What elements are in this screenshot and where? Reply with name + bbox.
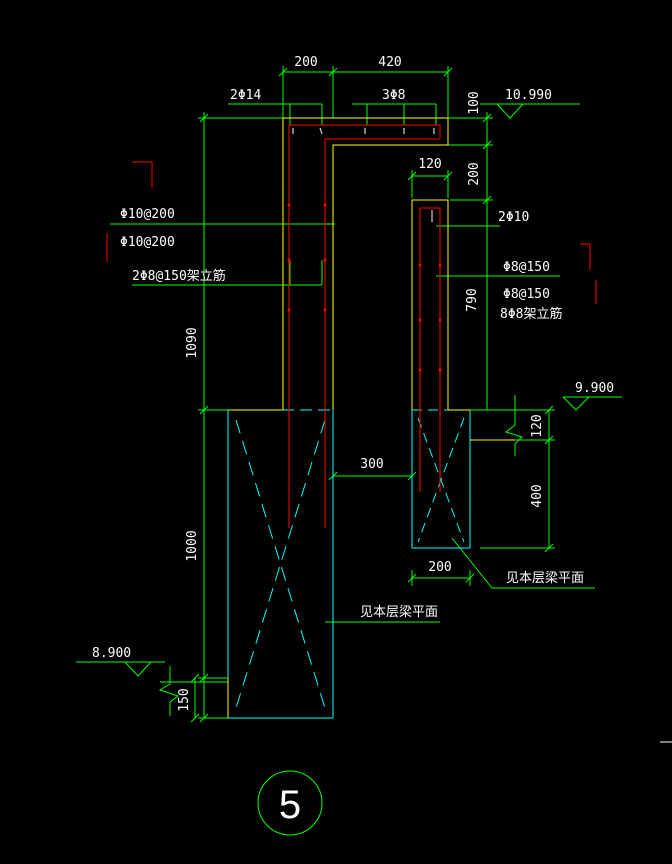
dim-left-beam-depth: 1000: [185, 530, 200, 561]
dim-right-wall-width: 120: [418, 157, 441, 172]
dim-slab-thickness: 120: [530, 414, 545, 437]
dim-top-thickness: 100: [467, 91, 482, 114]
note-left-beam-ref: 见本层梁平面: [360, 605, 438, 620]
label-left-vertical: Φ10@200: [120, 235, 175, 250]
label-left-horizontal: Φ10@200: [120, 207, 175, 222]
detail-number: 5: [279, 783, 301, 827]
beam-outlines: [227, 409, 471, 719]
dim-right-wall-height: 790: [465, 288, 480, 311]
label-top-left-bars: 2Φ14: [230, 88, 261, 103]
label-right-horizontal: Φ8@150: [503, 260, 550, 275]
wall-outlines: [227, 117, 515, 718]
detail-number-circle: [257, 770, 323, 836]
label-left-frame: 2Φ8@150架立筋: [132, 268, 226, 284]
rebar-texts: 2Φ14 3Φ8 2Φ10 Φ10@200 Φ10@200 2Φ8@150架立筋…: [120, 88, 562, 322]
elevation-texts: 10.990 9.900 8.900: [92, 88, 614, 661]
elevation-bottom: 8.900: [92, 646, 131, 661]
dim-bottom-step: 150: [177, 688, 192, 711]
stirrup-ticks: [292, 127, 435, 222]
dim-top-right-width: 420: [378, 55, 401, 70]
elevation-top: 10.990: [505, 88, 552, 103]
dim-right-gap: 200: [467, 162, 482, 185]
elevation-middle: 9.900: [575, 381, 614, 396]
rebar-lines: [106, 124, 597, 528]
label-right-top-bars: 2Φ10: [498, 210, 529, 225]
note-texts: 见本层梁平面 见本层梁平面: [360, 571, 584, 620]
label-right-frame: 8Φ8架立筋: [500, 306, 562, 322]
dimension-texts: 200 420 100 200 120 790 1090 300 120 400…: [177, 55, 545, 712]
dim-left-wall-height: 1090: [185, 327, 200, 358]
rebar-dots: [287, 203, 442, 372]
dim-top-left-width: 200: [294, 55, 317, 70]
dimension-lines: [76, 66, 622, 836]
note-right-beam-ref: 见本层梁平面: [506, 571, 584, 586]
label-top-bars: 3Φ8: [382, 88, 405, 103]
dim-right-beam-width: 200: [428, 560, 451, 575]
label-right-vertical: Φ8@150: [503, 287, 550, 302]
dim-gap-between: 300: [360, 457, 383, 472]
dim-right-beam-depth: 400: [530, 484, 545, 507]
